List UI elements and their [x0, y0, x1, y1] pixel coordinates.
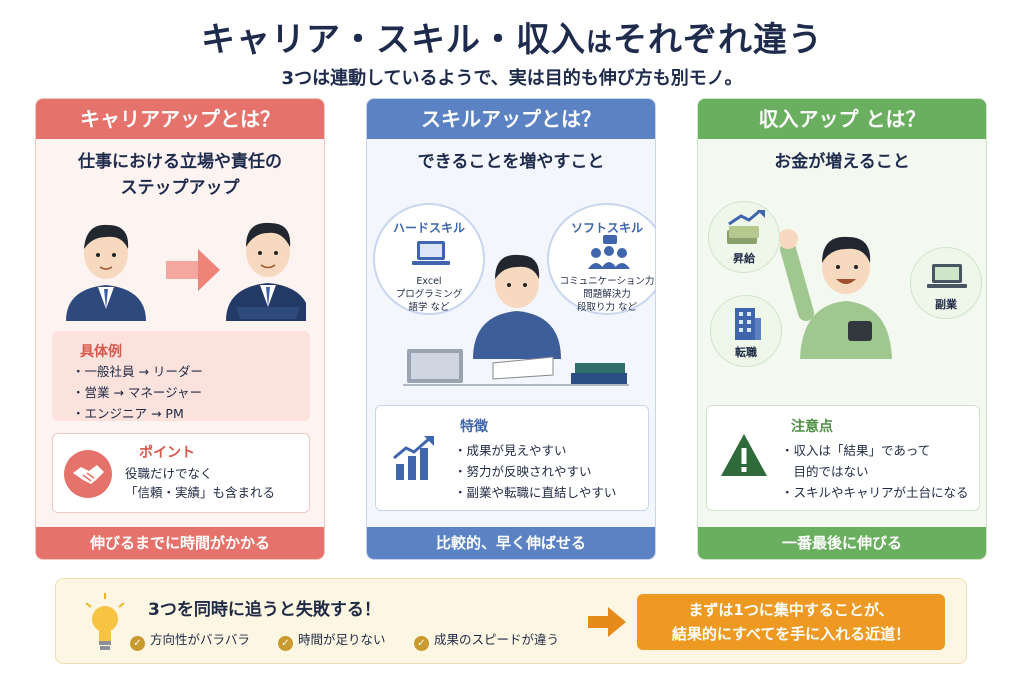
- title-part-2: は: [585, 28, 613, 58]
- hard-skill-item: プログラミング: [395, 289, 463, 300]
- job-change-circle: 転職: [710, 295, 782, 367]
- job-change-label: 転職: [735, 346, 757, 359]
- arrow-right-icon: [588, 607, 626, 637]
- happy-person-illustration: [780, 229, 892, 359]
- hard-skill-bubble: ハードスキル Excel プログラミング 語学 など: [373, 203, 485, 315]
- career-point-box: ポイント 役職だけでなく 「信頼・実績」も含まれる: [52, 433, 310, 513]
- career-column: キャリアアップとは？ 仕事における立場や責任の ステップアップ: [35, 98, 325, 560]
- point-line-1: 役職だけでなく: [125, 466, 213, 481]
- career-description-line-2: ステップアップ: [120, 178, 240, 198]
- handshake-icon: [64, 450, 112, 498]
- features-list: ・成果が見えやすい ・努力が反映されやすい ・副業や転職に直結しやすい: [454, 440, 616, 503]
- examples-title: 具体例: [80, 344, 122, 360]
- conclusion-line-1: まずは1つに集中することが、: [688, 601, 894, 619]
- page-title: キャリア・スキル・収入はそれぞれ違う: [0, 12, 1024, 61]
- conclusion-callout: まずは1つに集中することが、 結果的にすべてを手に入れる近道！: [637, 594, 945, 650]
- example-item: ・営業 → マネージャー: [72, 385, 203, 400]
- soft-skill-item: 問題解決力: [583, 289, 631, 300]
- soft-skill-title: ソフトスキル: [570, 221, 643, 235]
- page-subtitle: 3つは連動しているようで、実は目的も伸び方も別モノ。: [281, 68, 743, 89]
- check-label: 方向性がバラバラ: [150, 632, 250, 647]
- career-footer: 伸びるまでに時間がかかる: [36, 527, 324, 559]
- hard-skill-items: Excel プログラミング 語学 など: [375, 275, 483, 314]
- title-part-1: キャリア・スキル・収入: [200, 20, 586, 60]
- caution-title: 注意点: [791, 419, 833, 435]
- point-line-2: 「信頼・実績」も含まれる: [125, 485, 276, 500]
- employee-person-icon: [66, 224, 146, 321]
- caution-list: ・収入は「結果」であって 目的ではない ・スキルやキャリアが土台になる: [781, 440, 969, 503]
- soft-skill-items: コミュニケーション力 問題解決力 段取り力 など: [549, 275, 655, 314]
- hard-skill-item: 語学 など: [408, 302, 450, 313]
- income-heading: 収入アップ とは？: [698, 99, 986, 139]
- skill-column: スキルアップとは？ できることを増やすこと ハードスキル Excel プログラミ…: [366, 98, 656, 560]
- manager-person-icon: [226, 222, 306, 321]
- soft-skill-item: 段取り力 など: [576, 302, 638, 313]
- hard-skill-item: Excel: [416, 276, 442, 287]
- team-icon: [588, 235, 630, 269]
- growth-chart-icon: [393, 436, 434, 480]
- career-examples-box: 具体例 ・一般社員 → リーダー ・営業 → マネージャー ・エンジニア → P…: [52, 331, 310, 421]
- side-job-label: 副業: [935, 298, 957, 311]
- income-caution-box: 注意点 ・収入は「結果」であって 目的ではない ・スキルやキャリアが土台になる: [706, 405, 980, 511]
- studying-person-illustration: [403, 254, 629, 386]
- side-job-circle: 副業: [910, 247, 982, 319]
- career-description-line-1: 仕事における立場や責任の: [78, 152, 282, 172]
- hard-skill-title: ハードスキル: [392, 221, 465, 235]
- soft-skill-item: コミュニケーション力: [559, 276, 655, 287]
- skill-features-box: 特徴 ・成果が見えやすい ・努力が反映されやすい ・副業や転職に直結しやすい: [375, 405, 649, 511]
- income-footer: 一番最後に伸びる: [698, 527, 986, 559]
- features-title: 特徴: [460, 419, 488, 435]
- feature-item: ・努力が反映されやすい: [454, 464, 592, 479]
- warning-icon: [721, 434, 767, 476]
- check-item: ✓ 成果のスピードが違う: [414, 629, 559, 651]
- check-icon: ✓: [278, 636, 293, 651]
- soft-skill-bubble: ソフトスキル コミュニケーション力 問題解決力 段取り力 など: [547, 203, 655, 315]
- feature-item: ・副業や転職に直結しやすい: [454, 485, 617, 500]
- bottom-title: 3つを同時に追うと失敗する！: [148, 600, 381, 620]
- office-building-icon: [735, 308, 761, 340]
- career-description: 仕事における立場や責任の ステップアップ: [36, 149, 324, 201]
- examples-list: ・一般社員 → リーダー ・営業 → マネージャー ・エンジニア → PM: [72, 361, 203, 424]
- caution-item: 目的ではない: [781, 464, 869, 479]
- raise-label: 昇給: [733, 252, 755, 265]
- check-icon: ✓: [130, 636, 145, 651]
- income-column: 収入アップ とは？ お金が増えること 昇給 副業: [697, 98, 987, 560]
- example-item: ・エンジニア → PM: [72, 406, 184, 421]
- promotion-illustration: [66, 222, 306, 321]
- check-item: ✓ 時間が足りない: [278, 629, 386, 651]
- check-label: 成果のスピードが違う: [434, 632, 560, 647]
- point-text: 役職だけでなく 「信頼・実績」も含まれる: [125, 464, 275, 502]
- check-icon: ✓: [414, 636, 429, 651]
- raise-circle: 昇給: [708, 201, 780, 273]
- conclusion-line-2: 結果的にすべてを手に入れる近道！: [671, 625, 911, 643]
- check-item: ✓ 方向性がバラバラ: [130, 629, 250, 651]
- feature-item: ・成果が見えやすい: [454, 443, 567, 458]
- laptop-icon: [927, 264, 967, 288]
- example-item: ・一般社員 → リーダー: [72, 364, 203, 379]
- caution-item: ・スキルやキャリアが土台になる: [781, 485, 969, 500]
- title-part-3: それぞれ違う: [613, 20, 823, 60]
- arrow-right-icon: [166, 249, 220, 291]
- lightbulb-icon: [85, 593, 125, 650]
- career-heading: キャリアアップとは？: [36, 99, 324, 139]
- income-description: お金が増えること: [774, 152, 910, 172]
- laptop-icon: [412, 241, 450, 265]
- check-label: 時間が足りない: [298, 632, 386, 647]
- caution-item: ・収入は「結果」であって: [781, 443, 931, 458]
- bottom-banner: 3つを同時に追うと失敗する！ ✓ 方向性がバラバラ ✓ 時間が足りない ✓ 成果のスピ…: [55, 578, 967, 664]
- skill-footer: 比較的、早く伸ばせる: [367, 527, 655, 559]
- point-title: ポイント: [139, 445, 195, 461]
- skill-heading: スキルアップとは？: [367, 99, 655, 139]
- skill-description: できることを増やすこと: [417, 152, 605, 172]
- money-up-icon: [727, 210, 765, 244]
